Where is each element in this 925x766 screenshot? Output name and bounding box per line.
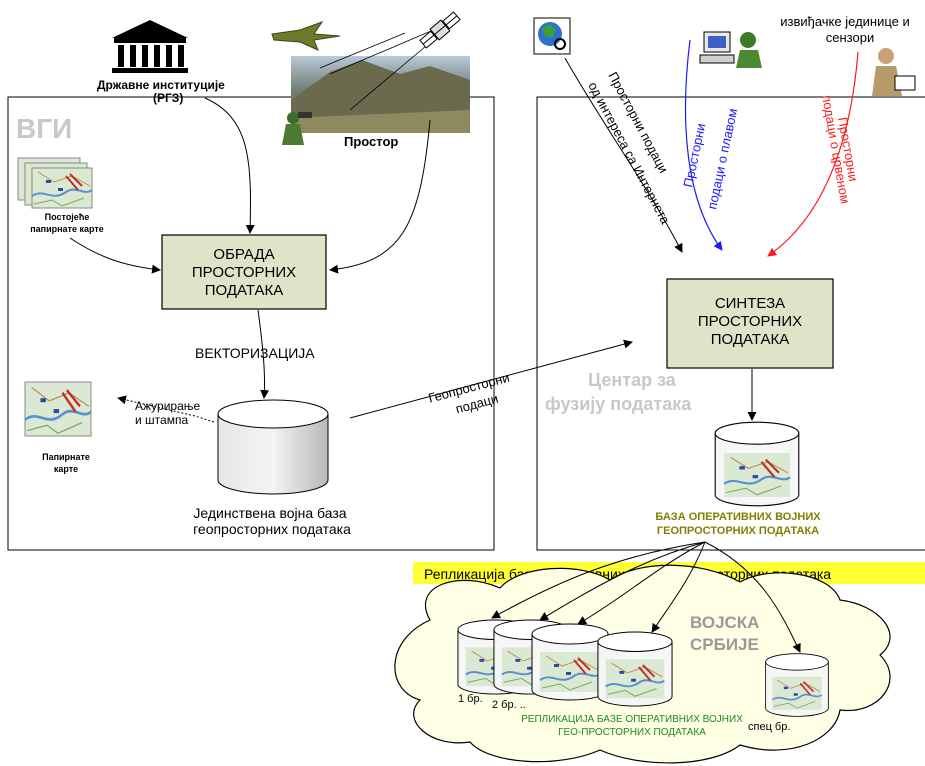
replica-label-2: ГЕО-ПРОСТОРНИХ ПОДАТАКА [558,727,706,738]
update-label: Ажурирање [135,399,201,413]
internet-globe-icon [533,17,571,55]
computer-operator-icon [699,31,762,68]
operational-database-cylinder [715,422,799,506]
brigade-2-label: 2 бр. .. [492,699,526,711]
vectorization-label: ВЕКТОРИЗАЦИЈА [195,345,315,361]
arrow-maps-to-processing [69,237,161,274]
aircraft-icon [271,21,341,51]
replication-arrow-2 [539,541,706,621]
synthesis-label-1: СИНТЕЗА [715,295,785,312]
synthesis-label-3: ПОДАТАКА [711,331,790,348]
paper-maps-label: Папирнате [42,452,90,462]
blue-data-label-1: Просторни [680,122,708,189]
arrow-processing-to-database [257,309,270,399]
replica-database-3 [532,624,608,700]
soldier-binoculars-icon [282,112,312,145]
government-building-icon [112,20,188,73]
unified-db-label-2: геопросторних података [193,521,351,537]
replica-database-4 [598,632,672,706]
unified-db-label-1: Јединствена војна база [193,505,346,521]
replication-arrow-5 [704,541,801,653]
special-brigade-label: спец бр. [748,721,790,733]
center-title-1: Центар за [588,370,677,390]
replication-arrow-3 [577,541,706,625]
sensors-label-2: сензори [826,30,874,45]
arrow-blue-data [684,39,723,251]
op-db-label-2: ГЕОПРОСТОРНИХ ПОДАТАКА [657,525,819,537]
army-title-1: ВОЈСКА [690,613,759,632]
existing-maps-label: Постојеће [45,212,90,222]
replica-label-1: РЕПЛИКАЦИЈА БАЗЕ ОПЕРАТИВНИХ ВОЈНИХ [521,714,743,725]
recon-soldier-icon [872,48,916,96]
satellite-icon [419,11,461,49]
processing-label-1: ОБРАДА [213,246,274,263]
replication-arrow-4 [651,541,706,633]
space-label: Простор [344,134,398,149]
vgi-frame [7,96,495,551]
replica-database-special [766,654,829,717]
processing-label-3: ПОДАТАКА [205,282,284,299]
vgi-title: ВГИ [16,113,72,144]
synthesis-label-2: ПРОСТОРНИХ [698,313,802,330]
existing-maps-label-2: папирнате карте [30,224,104,234]
army-title-2: СРБИЈЕ [690,635,759,654]
brigade-1-label: 1 бр. [458,693,483,705]
update-label-2: и штампа [135,413,188,427]
state-institutions-abbr: (PГЗ) [153,91,183,105]
replication-arrow-1 [491,541,706,619]
arrow-internet-to-synthesis [564,57,683,253]
arrow-institutions-to-processing [204,97,255,234]
synthesis-box [666,278,834,369]
arrow-database-to-paper-maps [117,395,215,423]
arrow-red-data [767,51,859,257]
arrow-satellite-to-processing [329,119,431,274]
paper-map-icon [23,380,93,438]
terrain-photo [291,24,470,133]
center-title-2: фузију података [545,394,692,414]
state-institutions-label: Државне институције [97,78,225,92]
sensors-label-1: извиђачке јединице и [780,14,910,29]
arrow-database-to-synthesis [349,339,633,419]
processing-box [161,234,327,310]
center-frame [536,96,925,551]
op-db-label-1: БАЗА ОПЕРАТИВНИХ ВОЈНИХ [655,511,821,523]
processing-label-2: ПРОСТОРНИХ [192,264,296,281]
paper-maps-label-2: карте [54,464,78,474]
blue-data-label-2: подаци о плавом [704,107,740,211]
unified-database-cylinder [217,399,329,495]
paper-maps-stack-icon [17,157,93,209]
